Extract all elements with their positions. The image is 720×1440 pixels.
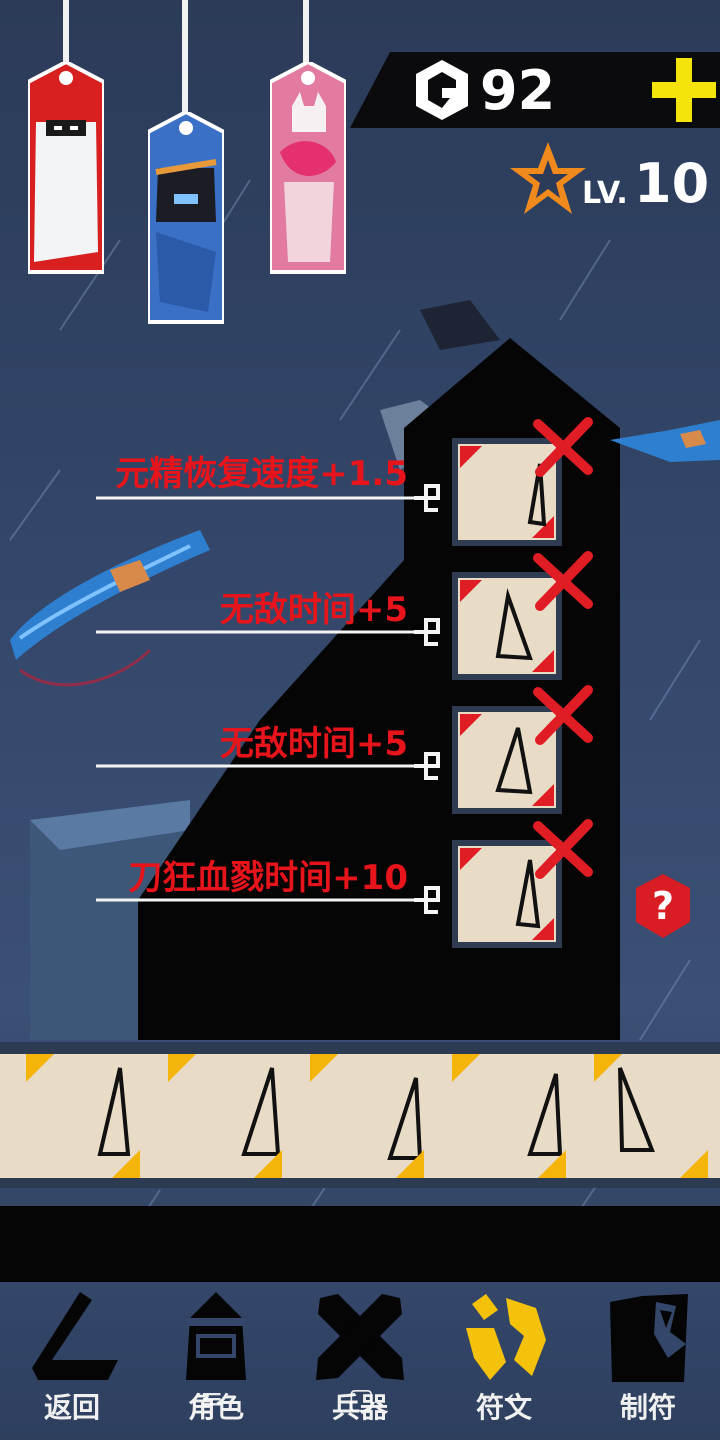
- remove-rune-icon[interactable]: [532, 818, 594, 880]
- dark-band: [0, 1206, 720, 1282]
- tag-string: [182, 0, 188, 118]
- inventory-rune[interactable]: [0, 1054, 140, 1178]
- remove-rune-icon[interactable]: [532, 416, 594, 478]
- nav-character[interactable]: 角色: [144, 1282, 288, 1440]
- tag-string: [303, 0, 309, 72]
- inventory-rune[interactable]: [142, 1054, 282, 1178]
- blade-decoration: [10, 530, 210, 687]
- rune-slot-1[interactable]: [452, 438, 562, 546]
- weapon-icon: [316, 1294, 404, 1380]
- rune-effect-3: 无敌时间+5: [219, 724, 408, 764]
- craft-icon: [610, 1294, 688, 1382]
- remove-rune-icon[interactable]: [532, 684, 594, 746]
- level-star-icon: [510, 142, 586, 214]
- nav-back[interactable]: 返回: [0, 1282, 144, 1440]
- nav-label: 制符: [619, 1391, 676, 1424]
- rune-inventory: [0, 1042, 720, 1188]
- blade-rune-icon: [515, 859, 541, 929]
- blade-rune-icon: [527, 463, 547, 527]
- system-home-icon[interactable]: ▢: [348, 1382, 375, 1415]
- rune-slot-4[interactable]: [452, 840, 562, 948]
- system-back-icon[interactable]: ‹: [504, 1382, 516, 1415]
- inventory-rune[interactable]: [426, 1054, 566, 1178]
- bottom-nav: 返回 角色 兵器 符文 制符: [0, 1282, 720, 1440]
- add-currency-icon[interactable]: [648, 54, 720, 126]
- nav-label: 返回: [43, 1391, 100, 1424]
- character-icon: [186, 1292, 246, 1380]
- inventory-rune[interactable]: [568, 1054, 708, 1178]
- blade-decoration-right: [610, 420, 720, 462]
- rune-effect-2: 无敌时间+5: [219, 590, 408, 630]
- rune-slot-3[interactable]: [452, 706, 562, 814]
- help-icon[interactable]: ?: [632, 872, 694, 940]
- blade-rune-icon: [495, 588, 533, 661]
- character-card-white-ninja[interactable]: [28, 62, 104, 274]
- character-card-blue-ninja[interactable]: [148, 112, 224, 324]
- character-card-pink-cat[interactable]: [270, 62, 346, 274]
- rune-effect-1: 元精恢复速度+1.5: [115, 454, 408, 494]
- nav-rune[interactable]: 符文: [432, 1282, 576, 1440]
- nav-weapon[interactable]: 兵器: [288, 1282, 432, 1440]
- svg-text:?: ?: [652, 884, 674, 928]
- blade-rune-icon: [618, 1067, 655, 1152]
- blade-rune-icon: [495, 727, 533, 795]
- inventory-rune[interactable]: [284, 1054, 424, 1178]
- currency-value: 92: [480, 59, 556, 122]
- tag-string: [63, 0, 69, 72]
- level-prefix: LV.: [582, 176, 628, 211]
- rune-icon: [466, 1294, 546, 1380]
- level-value: 10: [634, 152, 710, 215]
- nav-label: 角色: [187, 1391, 244, 1424]
- nav-label: 兵器: [331, 1391, 388, 1424]
- soul-gem-icon: [416, 60, 468, 120]
- nav-craft[interactable]: 制符: [576, 1282, 720, 1440]
- rune-effect-4: 刀狂血戮时间+10: [128, 858, 408, 898]
- rune-slot-2[interactable]: [452, 572, 562, 680]
- system-menu-icon[interactable]: ≡: [200, 1382, 224, 1415]
- back-icon: [32, 1292, 118, 1380]
- remove-rune-icon[interactable]: [532, 550, 594, 612]
- nav-label: 符文: [475, 1391, 532, 1424]
